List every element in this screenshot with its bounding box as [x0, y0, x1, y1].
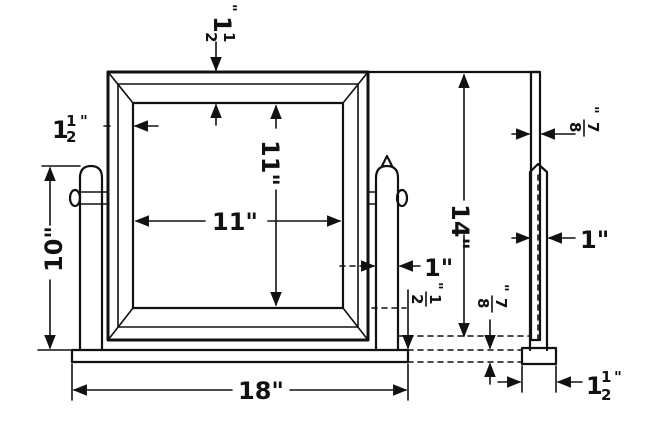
dim-base-height-half-num: 1 — [426, 294, 444, 304]
side-upright — [528, 162, 549, 352]
dim-top-rail-den: 2 — [202, 32, 220, 42]
dimension-lines — [37, 41, 583, 401]
frame-bevel-lines — [107, 71, 369, 341]
dim-top-rail-inch: " — [222, 4, 240, 12]
dim-top-rail: 1 1 2 " — [202, 4, 240, 42]
dim-upright-width-side: 1" — [580, 226, 609, 254]
dim-top-rail-whole: 1 — [208, 16, 236, 33]
dim-upright-thickness-num: 7 — [584, 122, 602, 132]
dim-opening-width: 11" — [212, 208, 258, 236]
dim-base-length: 18" — [238, 377, 284, 405]
right-upright — [367, 154, 409, 352]
dim-top-rail-num: 1 — [220, 32, 238, 42]
base — [70, 348, 410, 364]
dim-side-rail-whole: 1 — [52, 116, 69, 144]
dim-opening-height: 11" — [256, 140, 284, 186]
dim-base-width-inch: " — [614, 368, 622, 386]
dim-side-rail-num: 1 — [66, 112, 76, 130]
dim-base-height-half-den: 2 — [408, 294, 426, 304]
left-upright — [68, 164, 109, 352]
dim-base-height-7-8: 7 8 " — [474, 284, 512, 313]
dim-base-width-num: 1 — [601, 368, 611, 386]
dim-base-height-half: 1 2 " — [408, 282, 446, 307]
dim-side-rail: 1 1 2 " — [52, 112, 88, 146]
mirror-frame-outer — [106, 70, 370, 342]
dim-base-height-7-8-inch: " — [494, 284, 512, 292]
dim-base-width: 1 1 2 " — [586, 368, 622, 404]
dim-base-width-whole: 1 — [586, 372, 603, 400]
dim-base-width-den: 2 — [601, 386, 611, 404]
side-view — [366, 70, 558, 366]
dim-side-rail-den: 2 — [66, 128, 76, 146]
dim-base-height-7-8-den: 8 — [474, 298, 492, 308]
dim-upright-thickness-den: 8 — [566, 122, 584, 132]
dim-upright-thickness: 7 8 " — [566, 106, 602, 137]
dim-base-height-half-inch: " — [428, 282, 446, 290]
mirror-frame-inner — [131, 101, 345, 310]
dim-upright-width-front: 1" — [424, 254, 453, 282]
dim-upright-thickness-inch: " — [584, 106, 602, 114]
front-view — [68, 70, 410, 364]
dim-base-height-7-8-num: 7 — [492, 298, 510, 308]
dim-upright-height: 10" — [40, 226, 68, 272]
dim-frame-height: 14" — [446, 204, 474, 250]
side-base — [520, 346, 558, 366]
dim-side-rail-inch: " — [80, 112, 88, 130]
